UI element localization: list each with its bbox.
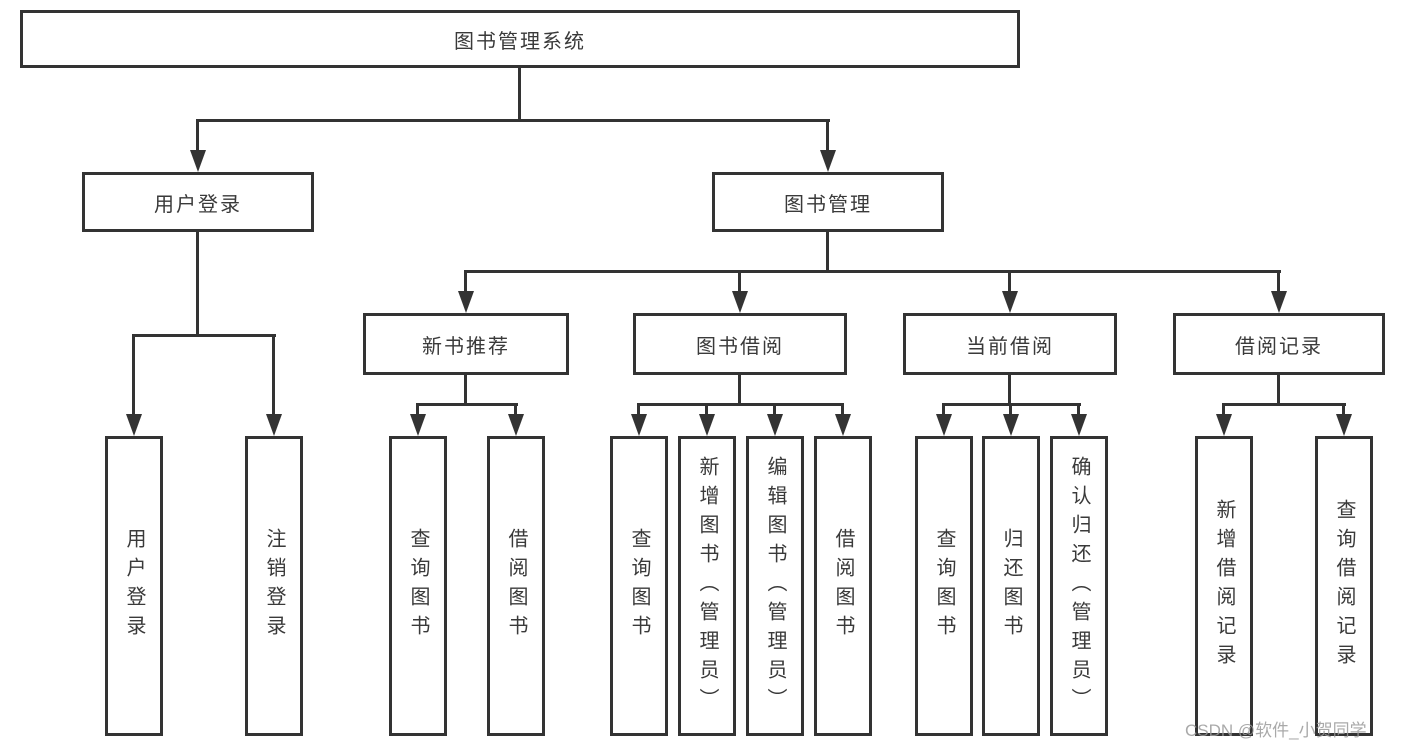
- node-user-login: 用户登录: [82, 172, 314, 232]
- node-label: 新增借阅记录: [1213, 499, 1235, 673]
- node-label: 新书推荐: [422, 335, 510, 358]
- connector-line: [738, 270, 741, 293]
- connector-line: [738, 373, 741, 406]
- node-label: 新增图书（管理员）: [696, 455, 718, 717]
- node-book-management: 图书管理: [712, 172, 944, 232]
- node-label: 图书借阅: [696, 335, 784, 358]
- node-current-borrowing: 当前借阅: [903, 313, 1117, 375]
- leaf-return-books: 归还图书: [982, 436, 1040, 736]
- node-label: 归还图书: [1000, 528, 1022, 644]
- connector-line: [1222, 403, 1346, 406]
- connector-line: [416, 403, 419, 416]
- arrowhead-down-icon: [936, 414, 952, 436]
- arrowhead-down-icon: [732, 291, 748, 313]
- leaf-query-books-2: 查询图书: [610, 436, 668, 736]
- arrowhead-down-icon: [1071, 414, 1087, 436]
- node-library-management-system: 图书管理系统: [20, 10, 1020, 68]
- arrowhead-down-icon: [410, 414, 426, 436]
- leaf-confirm-return-admin: 确认归还（管理员）: [1050, 436, 1108, 736]
- leaf-query-books-3: 查询图书: [915, 436, 973, 736]
- arrowhead-down-icon: [631, 414, 647, 436]
- arrowhead-down-icon: [190, 150, 206, 172]
- node-label: 当前借阅: [966, 335, 1054, 358]
- connector-line: [1008, 373, 1011, 406]
- node-label: 注销登录: [263, 528, 285, 644]
- connector-line: [272, 334, 275, 415]
- connector-line: [637, 403, 844, 406]
- connector-line: [705, 403, 708, 416]
- leaf-add-borrow-record: 新增借阅记录: [1195, 436, 1253, 736]
- connector-line: [942, 403, 945, 416]
- arrowhead-down-icon: [835, 414, 851, 436]
- arrowhead-down-icon: [820, 150, 836, 172]
- leaf-query-books-1: 查询图书: [389, 436, 447, 736]
- connector-line: [1277, 373, 1280, 406]
- arrowhead-down-icon: [126, 414, 142, 436]
- leaf-logout: 注销登录: [245, 436, 303, 736]
- connector-line: [514, 403, 517, 416]
- leaf-query-borrow-record: 查询借阅记录: [1315, 436, 1373, 736]
- leaf-borrow-books-2: 借阅图书: [814, 436, 872, 736]
- connector-line: [637, 403, 640, 416]
- arrowhead-down-icon: [699, 414, 715, 436]
- arrowhead-down-icon: [1336, 414, 1352, 436]
- arrowhead-down-icon: [767, 414, 783, 436]
- node-label: 查询图书: [628, 528, 650, 644]
- leaf-add-books-admin: 新增图书（管理员）: [678, 436, 736, 736]
- connector-line: [1077, 403, 1080, 416]
- leaf-user-login: 用户登录: [105, 436, 163, 736]
- connector-line: [464, 270, 467, 293]
- connector-line: [1277, 270, 1280, 293]
- node-label: 查询图书: [933, 528, 955, 644]
- arrowhead-down-icon: [1002, 291, 1018, 313]
- node-label: 图书管理系统: [454, 30, 586, 53]
- connector-line: [518, 66, 521, 121]
- connector-line: [464, 270, 1281, 273]
- connector-line: [464, 373, 467, 406]
- node-label: 编辑图书（管理员）: [764, 455, 786, 717]
- connector-line: [1342, 403, 1345, 416]
- connector-line: [1222, 403, 1225, 416]
- node-borrowing-records: 借阅记录: [1173, 313, 1385, 375]
- node-label: 图书管理: [784, 193, 872, 216]
- node-label: 借阅图书: [505, 528, 527, 644]
- connector-line: [416, 403, 518, 406]
- node-new-book-recommendation: 新书推荐: [363, 313, 569, 375]
- connector-line: [132, 334, 135, 415]
- arrowhead-down-icon: [458, 291, 474, 313]
- arrowhead-down-icon: [1216, 414, 1232, 436]
- connector-line: [1009, 403, 1012, 416]
- connector-line: [841, 403, 844, 416]
- connector-line: [196, 119, 199, 152]
- node-book-borrowing: 图书借阅: [633, 313, 847, 375]
- arrowhead-down-icon: [1003, 414, 1019, 436]
- connector-line: [196, 230, 199, 337]
- csdn-watermark: CSDN @软件_小贺同学: [1185, 721, 1367, 740]
- node-label: 借阅图书: [832, 528, 854, 644]
- node-label: 用户登录: [154, 193, 242, 216]
- node-label: 查询图书: [407, 528, 429, 644]
- arrowhead-down-icon: [1271, 291, 1287, 313]
- connector-line: [132, 334, 276, 337]
- leaf-edit-books-admin: 编辑图书（管理员）: [746, 436, 804, 736]
- connector-line: [1008, 270, 1011, 293]
- node-label: 查询借阅记录: [1333, 499, 1355, 673]
- node-label: 借阅记录: [1235, 335, 1323, 358]
- arrowhead-down-icon: [266, 414, 282, 436]
- node-label: 确认归还（管理员）: [1068, 455, 1090, 717]
- arrowhead-down-icon: [508, 414, 524, 436]
- connector-line: [826, 230, 829, 273]
- connector-line: [196, 119, 830, 122]
- connector-line: [773, 403, 776, 416]
- leaf-borrow-books-1: 借阅图书: [487, 436, 545, 736]
- node-label: 用户登录: [123, 528, 145, 644]
- connector-line: [826, 119, 829, 152]
